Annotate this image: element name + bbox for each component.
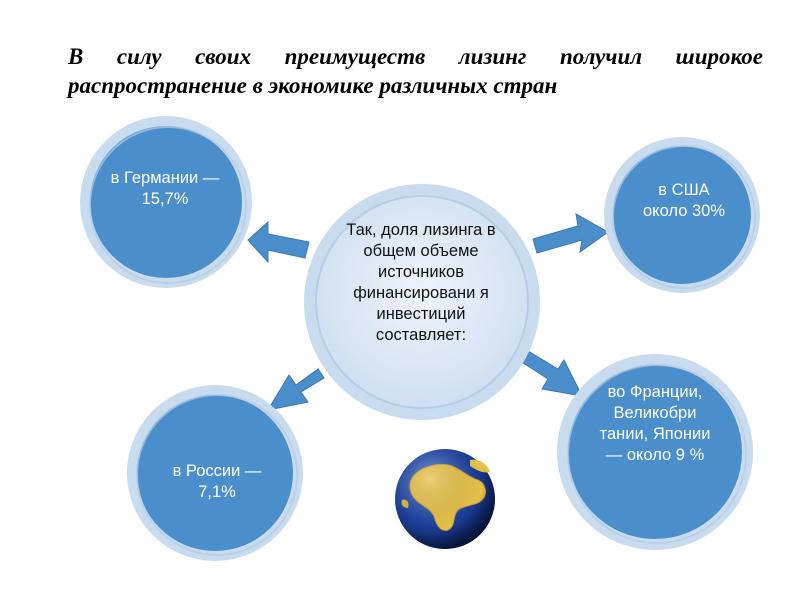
title-line-1: В силу своих преимуществ лизинг получил … xyxy=(68,44,763,69)
node-germany xyxy=(80,116,252,288)
arrow-to-russia xyxy=(266,368,325,411)
arrow-to-france xyxy=(519,350,583,397)
node-russia xyxy=(127,385,303,561)
usa-label: в США около 30% xyxy=(643,181,725,220)
title-line-2: распространение в экономике различных ст… xyxy=(68,73,558,98)
france-label: во Франции, Великобри тании, Японии — ок… xyxy=(599,383,711,464)
node-usa xyxy=(604,137,760,293)
germany-label: в Германии — 15,7% xyxy=(110,169,220,208)
russia-label: в России — 7,1% xyxy=(172,462,262,501)
node-france xyxy=(557,354,753,550)
arrow-to-germany xyxy=(247,220,310,264)
arrow-to-usa xyxy=(532,213,609,254)
node-center xyxy=(304,184,540,420)
center-label: Так, доля лизинга в общем объеме источни… xyxy=(346,221,496,344)
globe-icon xyxy=(395,449,495,549)
slide-title: В силу своих преимуществ лизинг получил … xyxy=(68,42,763,100)
